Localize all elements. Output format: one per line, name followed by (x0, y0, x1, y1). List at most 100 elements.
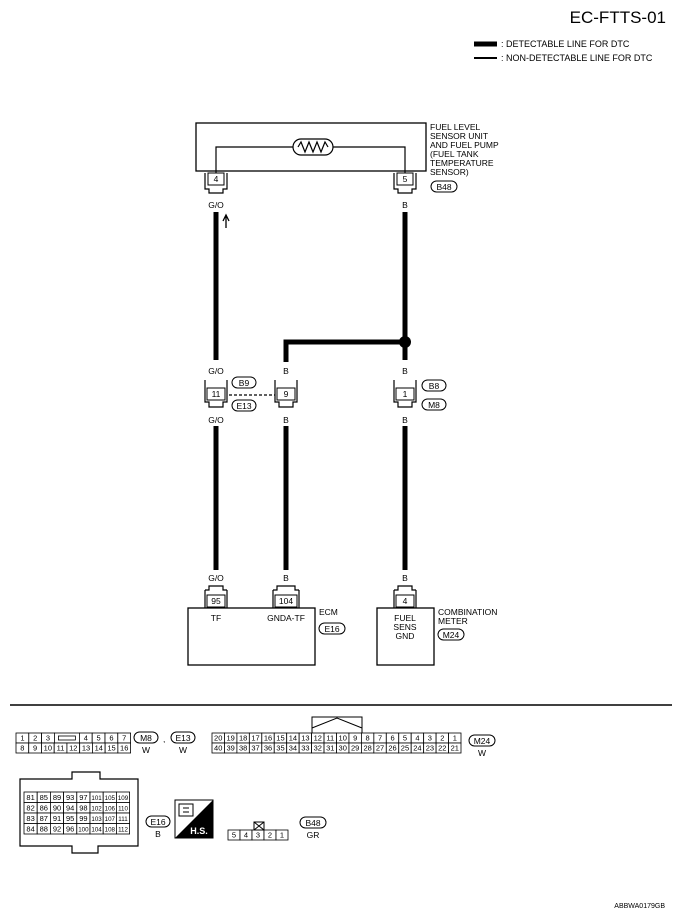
pin-sensor-5 (396, 172, 414, 186)
sensor-internal-wire (215, 146, 406, 173)
pin-junction-9-number: 9 (284, 389, 289, 399)
e16-cavity-112 (116, 823, 131, 835)
connector-tag-e13-text: E13 (236, 401, 251, 411)
cavity-5-number: 5 (97, 734, 101, 743)
view-tag-e16-text: E16 (150, 817, 165, 827)
connector-tag-m8-text: M8 (428, 400, 440, 410)
svg-text:SENSOR UNIT: SENSOR UNIT (430, 131, 488, 141)
cavity-9-number: 9 (33, 744, 37, 753)
view-tag-e13-text: E13 (175, 733, 190, 743)
sensor-unit-box (195, 122, 427, 172)
m24-cavity-25-number: 25 (401, 744, 409, 753)
wire-color-go-top: G/O (208, 200, 224, 210)
e16-cavity-112-number: 112 (118, 827, 128, 834)
wire-color-b-bottom: B (283, 573, 289, 583)
m8-lock-slot (58, 735, 76, 741)
pin-sensor-4 (207, 172, 225, 186)
pin-junction-11-number: 11 (212, 389, 221, 399)
e16-cavity-101-number: 101 (91, 795, 102, 802)
legend-detectable-label: : DETECTABLE LINE FOR DTC (501, 39, 630, 49)
connector-tag-e16 (318, 622, 346, 635)
resistor-zigzag (297, 140, 329, 154)
e16-cavity-90-number: 90 (53, 804, 61, 813)
m24-cavity-14-number: 14 (289, 734, 297, 743)
e16-cavity-92-number: 92 (53, 825, 61, 834)
m24-cavity-18-number: 18 (239, 734, 247, 743)
cavity-16 (117, 742, 132, 754)
wire-color-b-right-top: B (402, 200, 408, 210)
b48-cavity-2-number: 2 (268, 831, 272, 840)
connector-tag-b8 (421, 379, 447, 392)
cavity-7-number: 7 (122, 734, 126, 743)
e16-cavity-91-number: 91 (53, 814, 61, 823)
pin-meter-4-number: 4 (403, 596, 408, 606)
view-tag-m8-text: M8 (140, 733, 152, 743)
m24-cavity-28-number: 28 (363, 744, 371, 753)
m24-cavity-2-number: 2 (440, 734, 444, 743)
e16-cavity-82-number: 82 (26, 804, 34, 813)
diagram-title: EC-FTTS-01 (570, 8, 666, 27)
m24-cavity-12-number: 12 (314, 734, 322, 743)
connector-tag-b9-text: B9 (239, 378, 250, 388)
m24-cavity-35-number: 35 (276, 744, 284, 753)
svg-text:H.S.: H.S. (190, 826, 208, 836)
e16-cavity-106-number: 106 (105, 806, 116, 813)
e16-cavity-85-number: 85 (40, 793, 48, 802)
m24-cavity-17-number: 17 (251, 734, 259, 743)
svg-text:AND FUEL PUMP: AND FUEL PUMP (430, 140, 499, 150)
cavity-11-number: 11 (57, 744, 65, 753)
m24-cavity-23-number: 23 (426, 744, 434, 753)
e16-cavity-89-number: 89 (53, 793, 61, 802)
pin-shape-sensor-5 (393, 173, 417, 194)
e16-cavity-84-number: 84 (26, 825, 34, 834)
m24-cavity-1-number: 1 (453, 734, 457, 743)
view-tag-e13 (170, 731, 196, 744)
m24-cavity-40-number: 40 (214, 744, 222, 753)
combination-meter-label-2: METER (438, 616, 468, 626)
e16-cavity-93-number: 93 (66, 793, 74, 802)
pin-ecm-95-number: 95 (211, 596, 221, 606)
pin-ecm-95-label: TF (211, 613, 221, 623)
e16-cavity-110-number: 110 (118, 806, 128, 813)
m24-cavity-21 (448, 742, 462, 754)
m24-cavity-30-number: 30 (339, 744, 347, 753)
wire-color-b-right-mid: B (402, 366, 408, 376)
ecm-box (187, 607, 316, 666)
cavity-10-number: 10 (44, 744, 52, 753)
m24-cavity-34-number: 34 (289, 744, 297, 753)
combination-meter-box (376, 607, 435, 666)
view-tag-m24-text: M24 (474, 736, 491, 746)
m24-cavity-22-number: 22 (438, 744, 446, 753)
cavity-8-number: 8 (20, 744, 24, 753)
pin-ecm-95 (206, 594, 226, 608)
cavity-6-number: 6 (109, 734, 113, 743)
pin-junction-1-number: 1 (403, 389, 408, 399)
e16-cavity-98-number: 98 (79, 804, 87, 813)
m24-cavity-11-number: 11 (326, 734, 334, 743)
splice-point (399, 336, 411, 348)
combination-meter-label-1: COMBINATION (438, 607, 497, 617)
view-tag-m24 (468, 734, 496, 747)
wire-color-go-low: G/O (208, 415, 224, 425)
m24-cavity-27-number: 27 (376, 744, 384, 753)
legend-non-detectable-label: : NON-DETECTABLE LINE FOR DTC (501, 53, 653, 63)
pin-shape-ecm-95 (204, 585, 228, 608)
connector-tag-b48 (430, 180, 458, 193)
cavity-2-number: 2 (33, 734, 37, 743)
pin-meter-4-label-1: FUEL (394, 613, 416, 623)
connector-tag-b8-text: B8 (429, 381, 440, 391)
view-tag-b48-text: B48 (305, 818, 320, 828)
svg-text:SENSOR): SENSOR) (430, 167, 469, 177)
pin-sensor-5-number: 5 (403, 174, 408, 184)
e16-cavity-104-number: 104 (91, 827, 102, 834)
e16-cavity-107-number: 107 (105, 816, 116, 823)
b48-cavity-1-number: 1 (280, 831, 284, 840)
m24-cavity-3-number: 3 (428, 734, 432, 743)
svg-text:TEMPERATURE: TEMPERATURE (430, 158, 494, 168)
e16-cavity-109-number: 109 (118, 795, 129, 802)
e16-cavity-99-number: 99 (79, 814, 87, 823)
cavity-4-number: 4 (84, 734, 88, 743)
